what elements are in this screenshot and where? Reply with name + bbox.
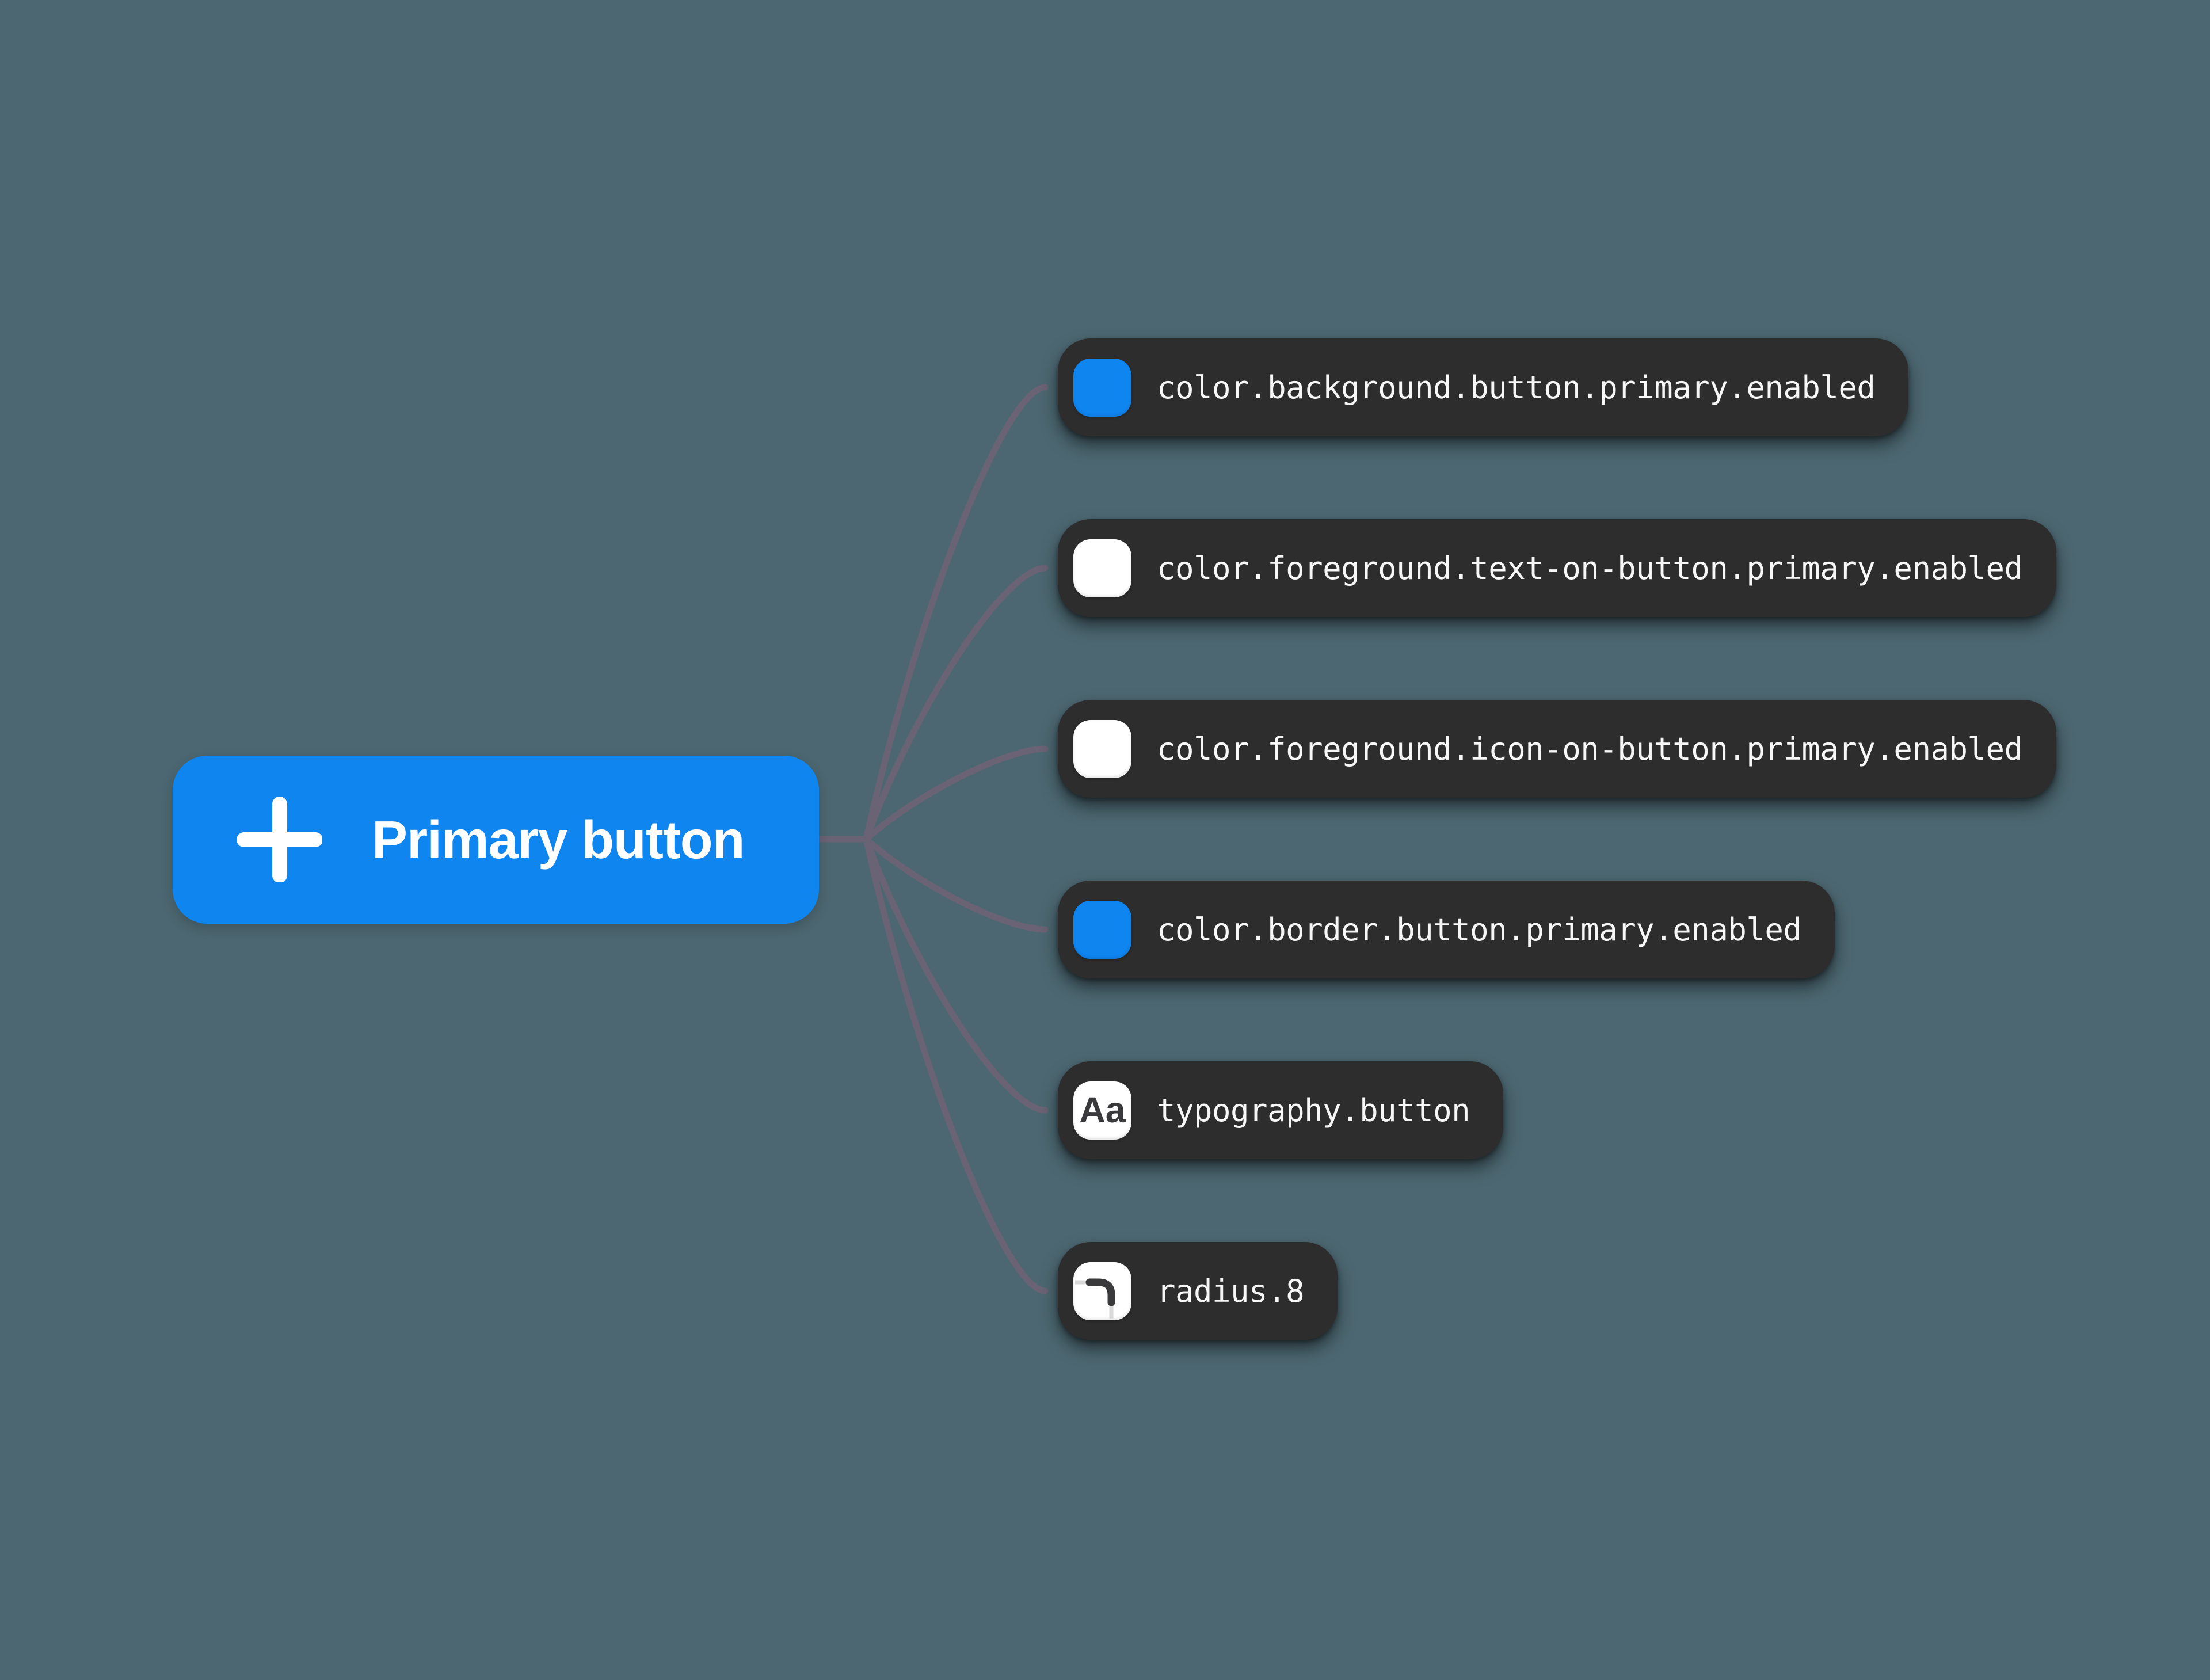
typography-icon: Aa — [1073, 1081, 1131, 1140]
connector-path-background — [863, 384, 1049, 843]
token-pill-border[interactable]: color.border.button.primary.enabled — [1058, 881, 1835, 978]
corner-radius-icon — [1073, 1262, 1131, 1320]
token-label: typography.button — [1157, 1092, 1470, 1129]
plus-icon — [237, 797, 322, 882]
primary-button-node[interactable]: Primary button — [173, 756, 819, 924]
token-label: color.background.button.primary.enabled — [1157, 369, 1876, 406]
connector-path-border — [863, 836, 1049, 933]
token-pill-radius[interactable]: radius.8 — [1058, 1242, 1338, 1340]
token-pill-background[interactable]: color.background.button.primary.enabled — [1058, 338, 1909, 436]
primary-button-label: Primary button — [372, 809, 745, 870]
color-swatch-white — [1073, 539, 1131, 597]
color-swatch-blue — [1073, 358, 1131, 417]
token-label: color.border.button.primary.enabled — [1157, 911, 1802, 948]
connector-path-icon-on-button — [863, 745, 1049, 843]
color-swatch-blue — [1073, 900, 1131, 959]
token-label: color.foreground.icon-on-button.primary.… — [1157, 730, 2023, 767]
token-label: radius.8 — [1157, 1273, 1305, 1309]
token-pill-icon-on-button[interactable]: color.foreground.icon-on-button.primary.… — [1058, 700, 2056, 798]
token-pill-typography[interactable]: Aa typography.button — [1058, 1061, 1504, 1159]
token-pill-text-on-button[interactable]: color.foreground.text-on-button.primary.… — [1058, 519, 2056, 617]
connector-path-text-on-button — [863, 565, 1049, 843]
connector-path-typography — [863, 836, 1049, 1114]
token-label: color.foreground.text-on-button.primary.… — [1157, 550, 2023, 586]
connector-path-radius — [863, 836, 1049, 1294]
color-swatch-white — [1073, 719, 1131, 778]
aa-glyph: Aa — [1079, 1089, 1126, 1130]
